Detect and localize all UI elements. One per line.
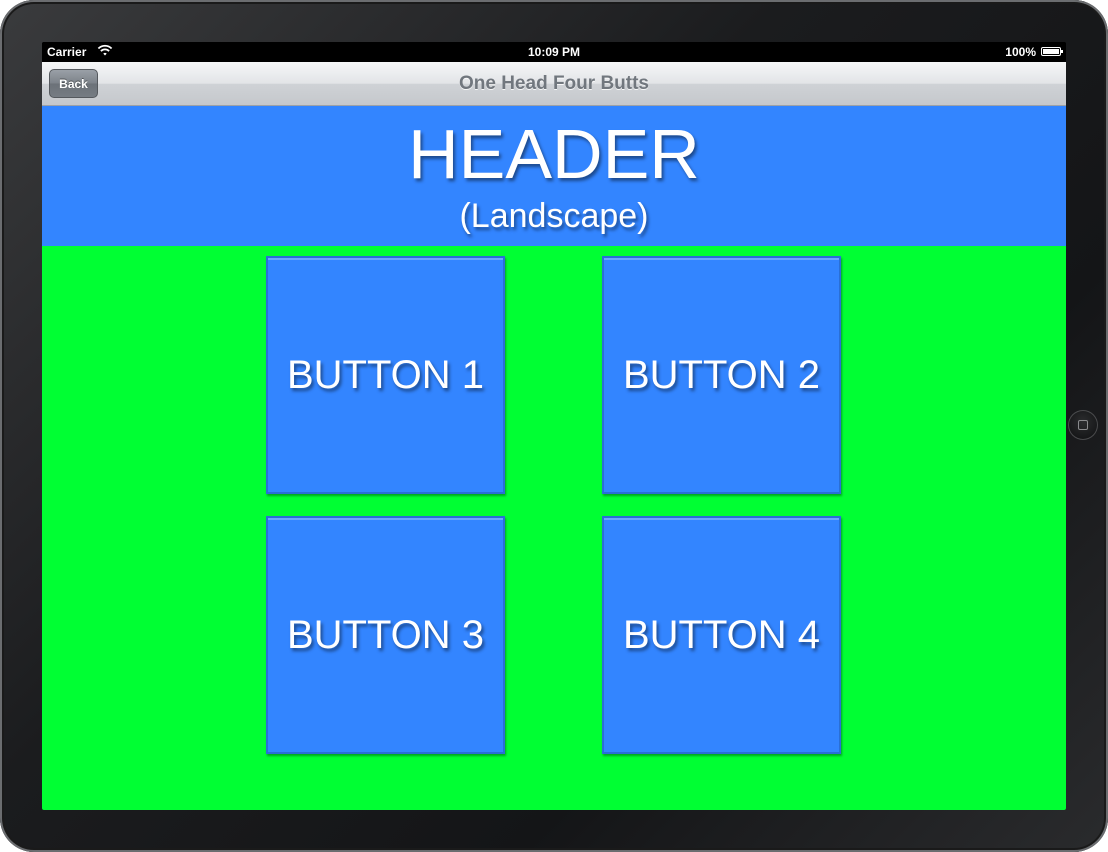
button-1[interactable]: BUTTON 1 [266, 256, 505, 494]
screen: Carrier 10:09 PM 100% One Head Four Butt… [42, 42, 1066, 810]
battery-icon [1041, 47, 1063, 56]
back-button[interactable]: Back [49, 69, 98, 98]
header-subtitle: (Landscape) [459, 197, 649, 235]
carrier-label: Carrier [47, 45, 87, 59]
header-title: HEADER [408, 115, 700, 193]
button-4[interactable]: BUTTON 4 [602, 516, 841, 754]
header-banner: HEADER (Landscape) [42, 106, 1066, 246]
button-3[interactable]: BUTTON 3 [266, 516, 505, 754]
status-bar: Carrier 10:09 PM 100% [42, 42, 1066, 62]
home-square-icon [1078, 420, 1088, 430]
home-button[interactable] [1068, 410, 1098, 440]
wifi-icon [97, 43, 113, 60]
battery-percent: 100% [1005, 45, 1036, 59]
navigation-bar: One Head Four Butts Back [42, 62, 1066, 106]
nav-title: One Head Four Butts [458, 72, 649, 94]
button-2[interactable]: BUTTON 2 [602, 256, 841, 494]
content-area: BUTTON 1 BUTTON 2 BUTTON 3 BUTTON 4 [42, 246, 1066, 810]
status-time: 10:09 PM [527, 45, 581, 59]
